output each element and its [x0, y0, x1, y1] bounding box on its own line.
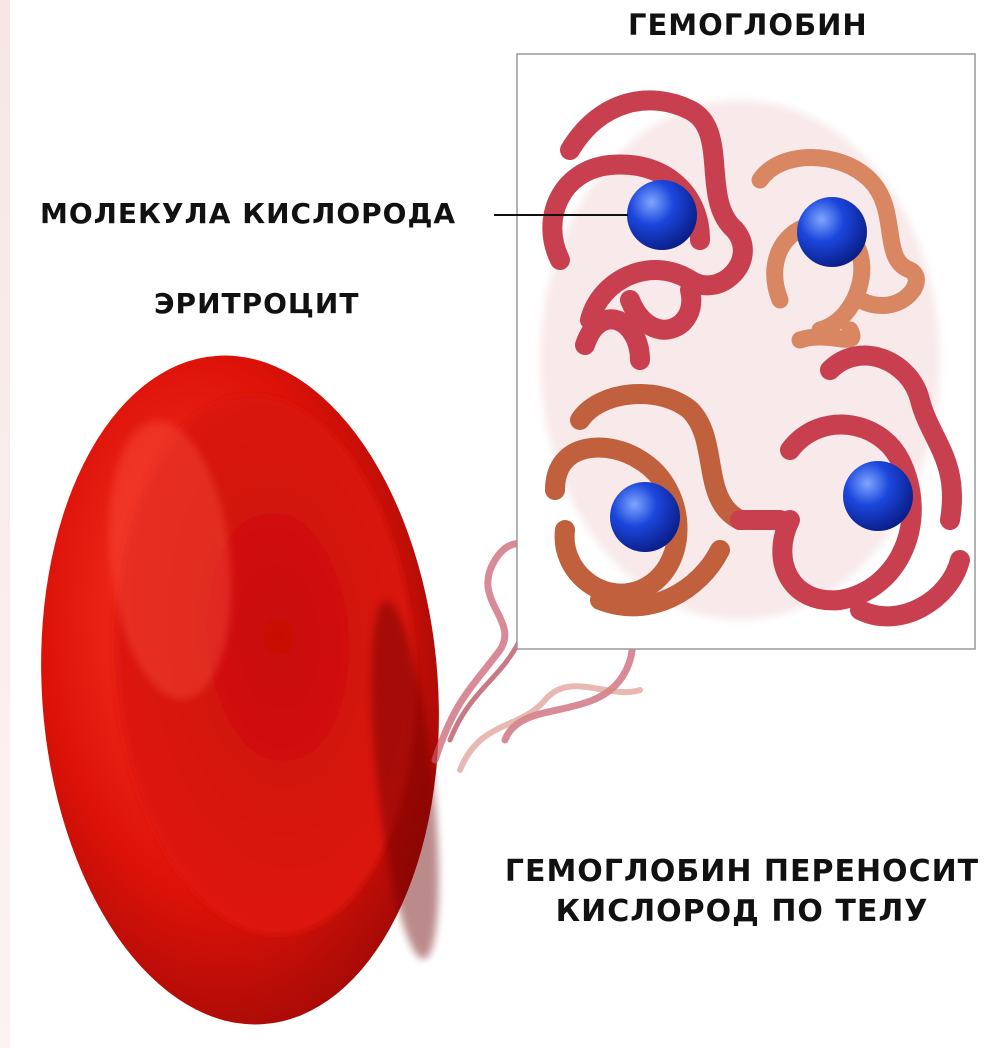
red-blood-cell	[19, 342, 461, 1038]
hemoglobin-title: ГЕМОГЛОБИН	[628, 8, 868, 42]
oxygen-molecule-icon	[627, 180, 697, 250]
erythrocyte-label: ЭРИТРОЦИТ	[154, 287, 359, 320]
oxygen-molecule-label: МОЛЕКУЛА КИСЛОРОДА	[40, 197, 456, 230]
caption-line-2: КИСЛОРОД ПО ТЕЛУ	[500, 892, 984, 932]
caption-line-1: ГЕМОГЛОБИН ПЕРЕНОСИТ	[500, 852, 984, 892]
oxygen-molecule-icon	[843, 461, 913, 531]
oxygen-molecule-icon	[610, 482, 680, 552]
oxygen-molecule-icon	[797, 197, 867, 267]
caption: ГЕМОГЛОБИН ПЕРЕНОСИТ КИСЛОРОД ПО ТЕЛУ	[500, 852, 984, 932]
hemoglobin-panel	[517, 54, 975, 649]
